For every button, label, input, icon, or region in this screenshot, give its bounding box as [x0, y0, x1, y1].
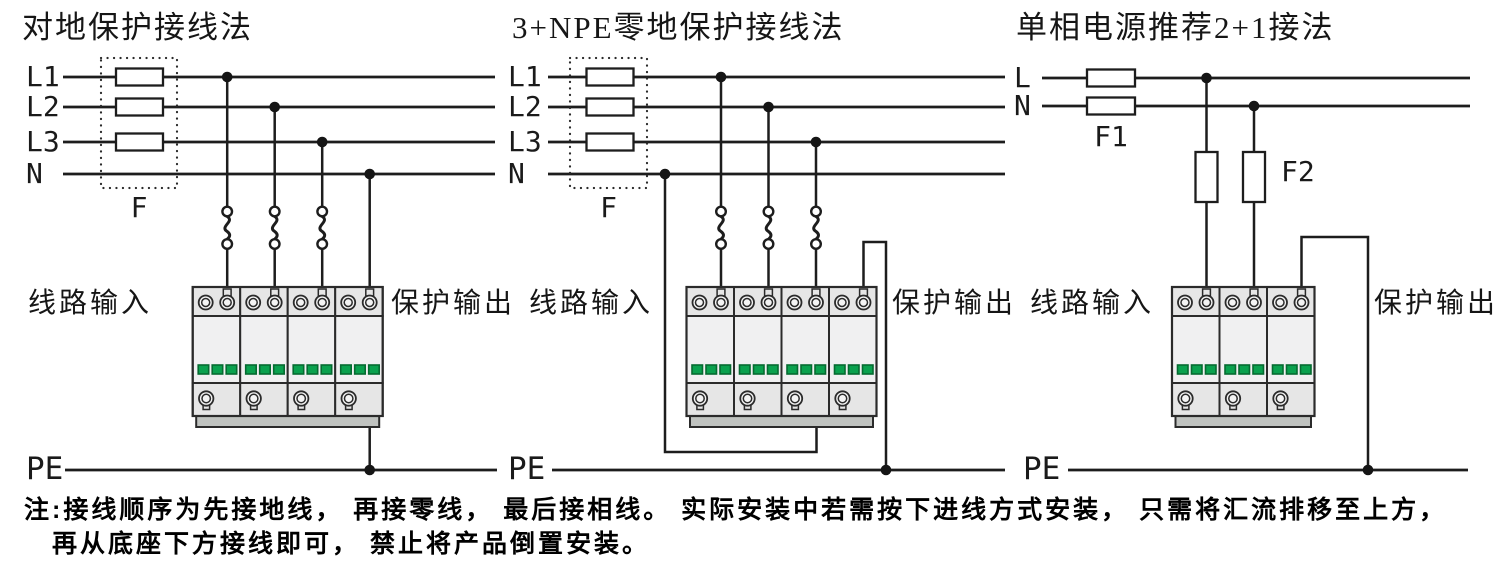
diagram1-title: 对地保护接线法	[22, 10, 253, 45]
diagram3-output-label: 保护输出	[1374, 288, 1493, 319]
diagram1-fuse-label: F	[130, 191, 148, 224]
diagram1-label-l2: L2	[26, 90, 60, 123]
diagram2-spd-module	[685, 285, 878, 428]
diagram2-label-n: N	[508, 157, 525, 190]
diagram3-fuse2-label: F2	[1281, 155, 1315, 188]
diagram3-label-n: N	[1014, 89, 1031, 122]
diagram3-title: 单相电源推荐2+1接法	[1016, 10, 1335, 45]
diagram1-tap-wires	[220, 77, 371, 470]
diagram2-fuse-block	[568, 56, 649, 190]
diagram2-input-label: 线路输入	[529, 288, 654, 319]
diagram3-fuses	[1085, 68, 1267, 204]
diagram2-title: 3+NPE零地保护接线法	[512, 10, 845, 45]
diagram3-fuse1-label: F1	[1094, 120, 1128, 153]
diagram2-fuse-label: F	[600, 191, 617, 224]
diagram1-label-n: N	[26, 157, 43, 190]
diagram2-output-label: 保护输出	[892, 288, 1017, 319]
diagram2-label-l3: L3	[508, 125, 542, 158]
diagram1-label-l1: L1	[26, 60, 60, 93]
diagram2-label-l1: L1	[508, 60, 542, 93]
diagram3-label-l: L	[1014, 61, 1031, 94]
diagram3-junction-dots	[1201, 72, 1374, 476]
diagram2-tap-wires	[663, 77, 888, 470]
diagram1-junction-dots	[221, 71, 376, 476]
diagram1-input-label: 线路输入	[28, 288, 153, 319]
diagram1-pe-label: PE	[26, 451, 64, 487]
diagram3-input-label: 线路输入	[1030, 288, 1155, 319]
diagram1-spd-module	[191, 285, 384, 428]
diagram1-output-label: 保护输出	[391, 288, 516, 319]
diagram2-junction-dots	[659, 71, 892, 476]
diagram3-spd-module	[1170, 285, 1316, 428]
diagram1-label-l3: L3	[26, 125, 60, 158]
note-line1: 注:接线顺序为先接地线， 再接零线， 最后接相线。 实际安装中若需按下进线方式安…	[24, 496, 1448, 524]
diagram1-fuse-block	[99, 56, 179, 190]
diagram2-label-l2: L2	[508, 90, 542, 123]
diagram3-pe-label: PE	[1023, 451, 1061, 487]
diagram2-pe-label: PE	[508, 451, 546, 487]
note-line2: 再从底座下方接线即可， 禁止将产品倒置安装。	[52, 530, 650, 558]
